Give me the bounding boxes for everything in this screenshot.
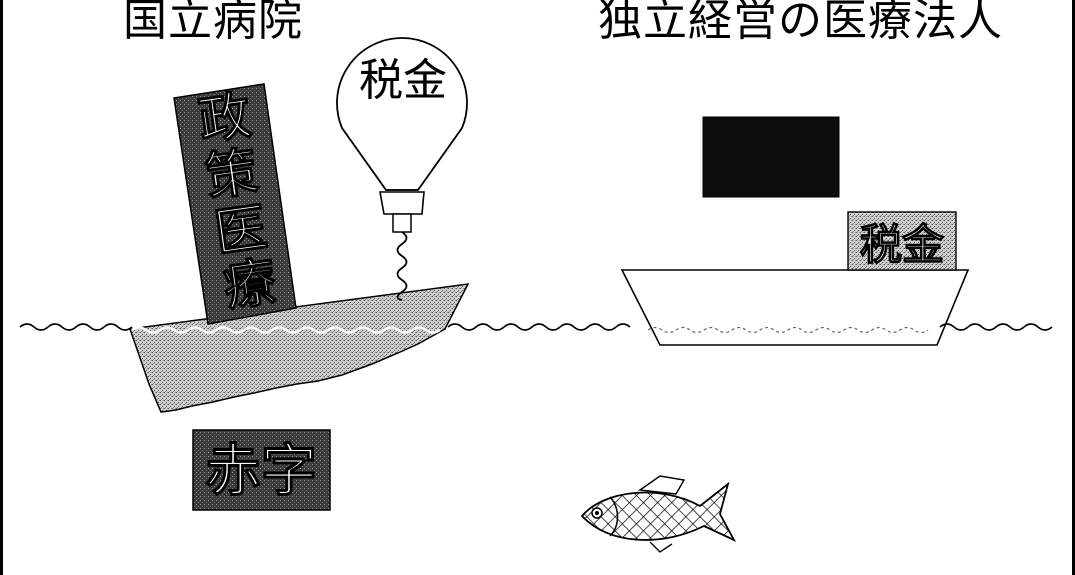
left-border xyxy=(0,0,3,575)
water-line-under-boat xyxy=(131,326,441,334)
policy-medicine-pillar: 政 策 医 療 xyxy=(173,83,297,325)
balloon-label: 税金 xyxy=(359,55,447,106)
policy-char-4: 療 xyxy=(220,252,280,319)
tax-cargo-box: 税金 xyxy=(847,211,957,271)
right-border xyxy=(1072,0,1075,575)
black-box xyxy=(702,116,840,198)
title-national-hospital: 国立病院 xyxy=(123,0,303,46)
deficit-box: 赤字 xyxy=(192,429,331,511)
water-line-right xyxy=(939,323,1053,331)
stippled-boat xyxy=(128,283,470,413)
policy-char-1: 政 xyxy=(195,86,255,153)
tax-balloon: 税金 xyxy=(336,37,468,301)
water-line-middle xyxy=(447,323,631,331)
fish-illustration xyxy=(580,475,737,553)
policy-char-2: 策 xyxy=(202,142,262,209)
title-independent-medical-corporation: 独立経営の医療法人 xyxy=(598,0,1003,46)
water-line-boat-dashed xyxy=(647,326,929,334)
policy-char-3: 医 xyxy=(211,198,271,265)
deficit-label: 赤字 xyxy=(205,439,317,504)
cargo-label: 税金 xyxy=(860,220,945,269)
water-line-left xyxy=(19,323,133,331)
white-boat xyxy=(620,269,970,346)
